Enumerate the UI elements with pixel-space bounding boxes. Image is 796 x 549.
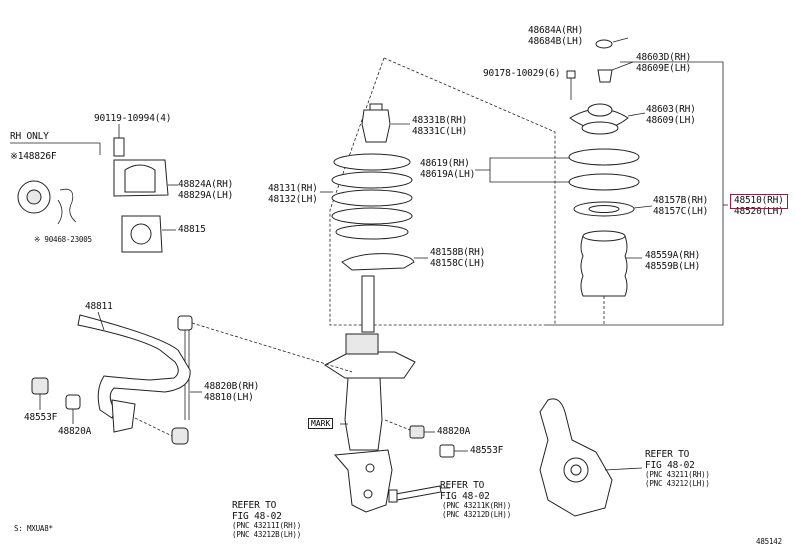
bolt-90119 <box>113 137 125 157</box>
strut-rod <box>361 275 375 333</box>
leader-48619a <box>475 157 570 171</box>
bushing-48820a-left <box>65 394 81 410</box>
label-48824: 48824A(RH)48829A(LH) <box>178 179 234 201</box>
label-48559: 48559A(RH)48559B(LH) <box>645 250 701 272</box>
label-48510[interactable]: 48510(RH)48520(LH) <box>730 194 788 217</box>
label-48131: 48131(RH)48132(LH) <box>268 183 318 205</box>
bushing-48815-hole <box>130 223 152 245</box>
cap-48684 <box>595 39 613 49</box>
label-pnc-left: (PNC 43211I(RH))(PNC 43212B(LH)) <box>232 521 302 539</box>
label-48553f-right: 48553F <box>470 445 504 456</box>
leader-48619b <box>489 170 570 183</box>
stabilizer-bar-48811 <box>77 314 191 419</box>
label-48331: 48331B(RH)48331C(LH) <box>412 115 468 137</box>
knuckle-hub-inner <box>570 464 582 476</box>
dash-48820a-right <box>384 419 411 431</box>
label-48820a-left: 48820A <box>58 426 92 437</box>
nut-48603d <box>597 69 613 83</box>
bushing-48553f-left <box>31 377 49 395</box>
seat-48619-top <box>568 148 640 166</box>
bumpstop-48331-top <box>369 103 383 111</box>
label-48510-highlight[interactable]: 48510(RH) <box>730 194 788 209</box>
label-pnc-right: (PNC 43211(RH))(PNC 43212(LH)) <box>645 470 710 488</box>
strut-bracket-hole2 <box>363 489 373 499</box>
label-pnc-center: (PNC 43211K(RH))(PNC 43212D(LH)) <box>442 501 512 519</box>
ghost-outline-top <box>383 57 556 325</box>
seat-48619-bottom <box>568 173 640 191</box>
dash-link-to-strut <box>191 322 353 373</box>
clip-90468 <box>57 188 77 225</box>
strut-body <box>344 377 383 451</box>
assembly-bracket-line <box>545 61 724 326</box>
bolt-bracket-head <box>388 489 398 503</box>
link-48820b-top <box>177 315 193 331</box>
boot-48559-top <box>582 230 626 242</box>
label-90468: ※ 90468-23005 <box>34 235 92 244</box>
seat-48158 <box>341 253 415 271</box>
strut-bracket-hole1 <box>365 463 375 473</box>
ghost-outline-left <box>329 57 545 326</box>
label-48603d: 48603D(RH)48609E(LH) <box>636 52 692 74</box>
leader-48157 <box>633 205 653 209</box>
leader-48603d <box>611 61 634 71</box>
strut-seat <box>324 351 416 379</box>
label-48811: 48811 <box>85 301 113 312</box>
label-48158: 48158B(RH)48158C(LH) <box>430 247 486 269</box>
mark-label: MARK <box>308 418 334 429</box>
label-90178: 90178-10029(6) <box>483 68 561 79</box>
bearing-48157-inner <box>588 205 620 213</box>
label-48619: 48619(RH)48619A(LH) <box>420 158 476 180</box>
label-48603: 48603(RH)48609(LH) <box>646 104 696 126</box>
footer-figure-id: 485142 <box>756 537 782 546</box>
footer-model-code: S: MXUA8* <box>14 524 53 533</box>
strut-top-body <box>345 333 379 355</box>
label-48820a-right: 48820A <box>437 426 471 437</box>
strut-bracket <box>333 449 393 513</box>
nut-48553f-right <box>439 444 455 458</box>
leader-48684 <box>612 37 629 43</box>
leader-48603 <box>627 112 646 117</box>
leader-knuckle <box>604 467 643 471</box>
dash-bar-to-link <box>134 417 173 437</box>
cover-148826-inner <box>26 189 42 205</box>
label-90119: 90119-10994(4) <box>94 113 172 124</box>
mount-48603-top <box>587 103 613 117</box>
label-rh-only: RH ONLY <box>10 131 49 142</box>
bolt-bracket <box>395 485 442 501</box>
mount-48603-base <box>581 121 619 135</box>
boot-48559 <box>580 235 628 297</box>
stabilizer-bushing-lower <box>111 399 136 433</box>
coil-spring-48131 <box>331 153 413 240</box>
nut-48820a-right <box>409 425 425 439</box>
label-48157: 48157B(RH)48157C(LH) <box>653 195 709 217</box>
steering-knuckle <box>539 398 613 517</box>
bumpstop-48331 <box>361 109 391 143</box>
bolt-90178 <box>566 70 576 79</box>
label-48815: 48815 <box>178 224 206 235</box>
leader-48811 <box>97 311 105 331</box>
label-148826: ※148826F <box>10 151 57 162</box>
label-48553f-left: 48553F <box>24 412 58 423</box>
bracket-48824-inner <box>124 164 156 193</box>
label-48684: 48684A(RH)48684B(LH) <box>528 25 584 47</box>
link-48820b-bottom <box>171 427 189 445</box>
label-48820b: 48820B(RH)48810(LH) <box>204 381 260 403</box>
